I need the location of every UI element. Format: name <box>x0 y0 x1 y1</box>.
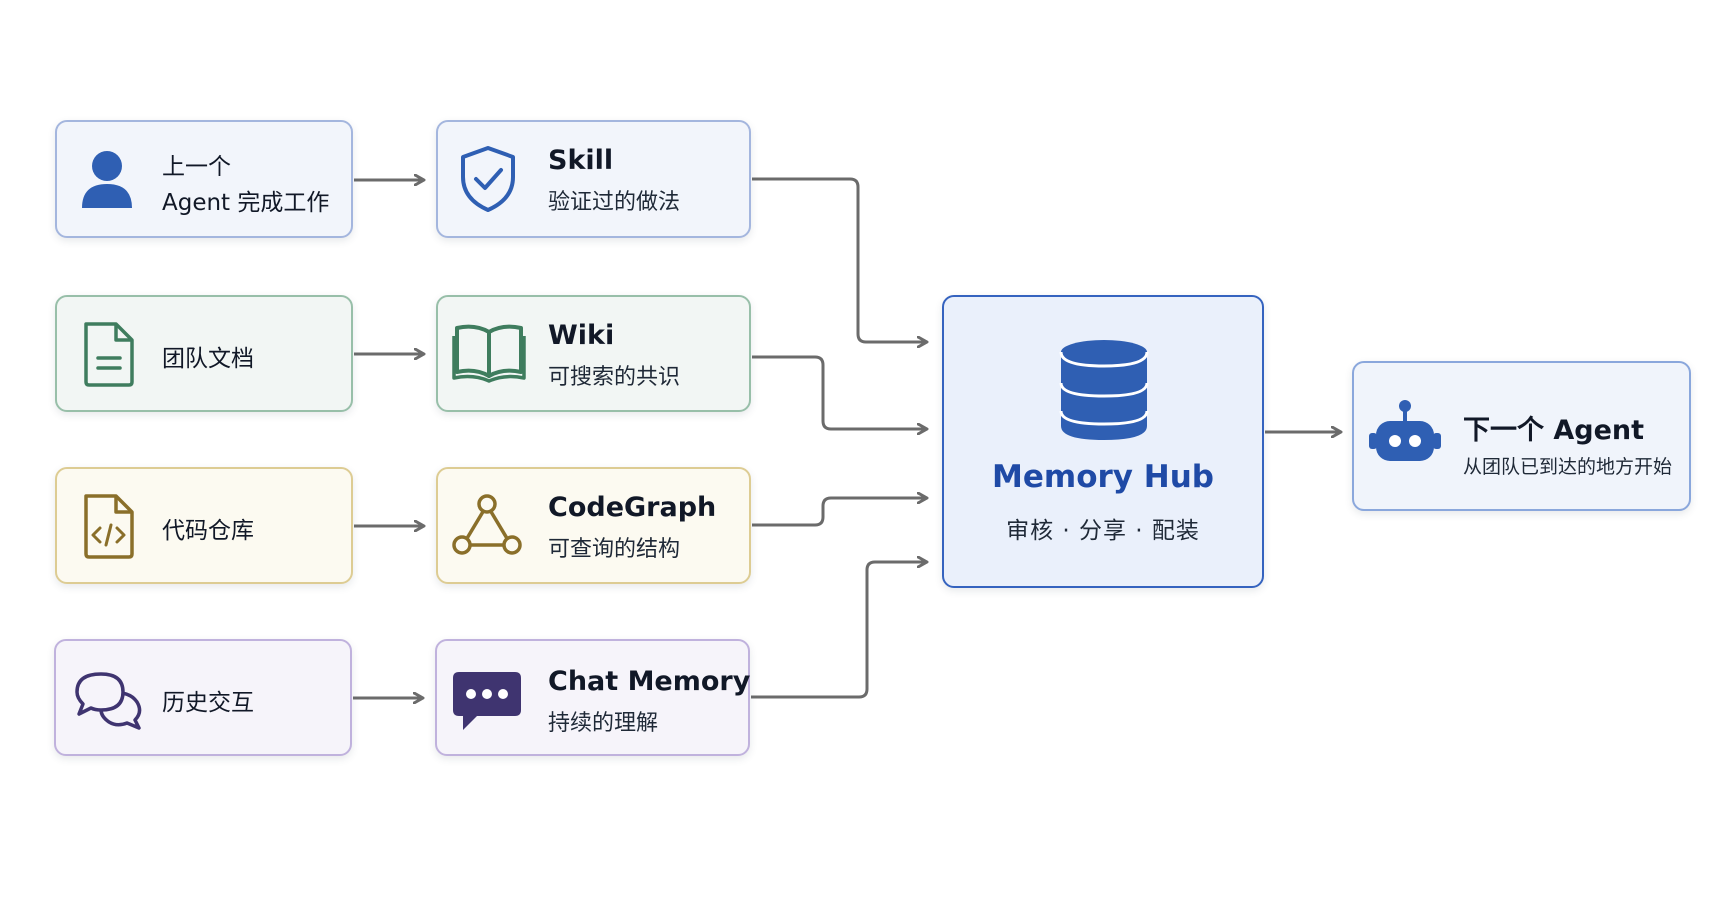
hub-subtitle: 审核 · 分享 · 配装 <box>1006 518 1200 544</box>
source-label-line2: Agent 完成工作 <box>162 190 330 216</box>
store-title-chat-memory: Chat Memory <box>548 666 751 697</box>
source-label-history: 历史交互 <box>162 690 254 716</box>
open-book-icon <box>452 324 526 383</box>
source-label-code-repo: 代码仓库 <box>162 518 254 544</box>
source-box-previous-agent <box>55 120 353 238</box>
shield-check-icon <box>461 146 515 212</box>
graph-nodes-icon <box>452 494 522 555</box>
code-file-icon <box>84 494 134 559</box>
user-icon <box>82 151 132 208</box>
store-subtitle-skill: 验证过的做法 <box>548 190 681 215</box>
message-dots-icon <box>453 672 521 730</box>
connector-chat-memory-to-hub <box>751 562 926 699</box>
store-title-skill: Skill <box>548 145 614 176</box>
connector-skill-to-hub <box>752 177 926 342</box>
robot-icon <box>1369 400 1441 461</box>
source-label-team-docs: 团队文档 <box>162 346 254 372</box>
next-agent-title: 下一个 Agent <box>1463 415 1645 446</box>
store-subtitle-chat-memory: 持续的理解 <box>548 711 659 736</box>
source-box-team-docs <box>55 295 353 412</box>
store-subtitle-wiki: 可搜索的共识 <box>548 365 681 390</box>
source-label-line1: 上一个 <box>162 154 231 180</box>
store-subtitle-codegraph: 可查询的结构 <box>548 537 681 562</box>
next-agent-subtitle: 从团队已到达的地方开始 <box>1463 456 1673 478</box>
database-icon <box>1059 340 1149 440</box>
chat-bubbles-icon <box>75 672 142 730</box>
connector-codegraph-to-hub <box>752 498 926 527</box>
document-icon <box>84 322 134 387</box>
store-box-codegraph <box>436 467 751 584</box>
source-box-code-repo <box>55 467 353 584</box>
connector-wiki-to-hub <box>752 355 926 429</box>
store-box-skill <box>436 120 751 238</box>
store-title-wiki: Wiki <box>548 320 615 351</box>
hub-title: Memory Hub <box>992 459 1214 495</box>
store-title-codegraph: CodeGraph <box>548 492 717 523</box>
